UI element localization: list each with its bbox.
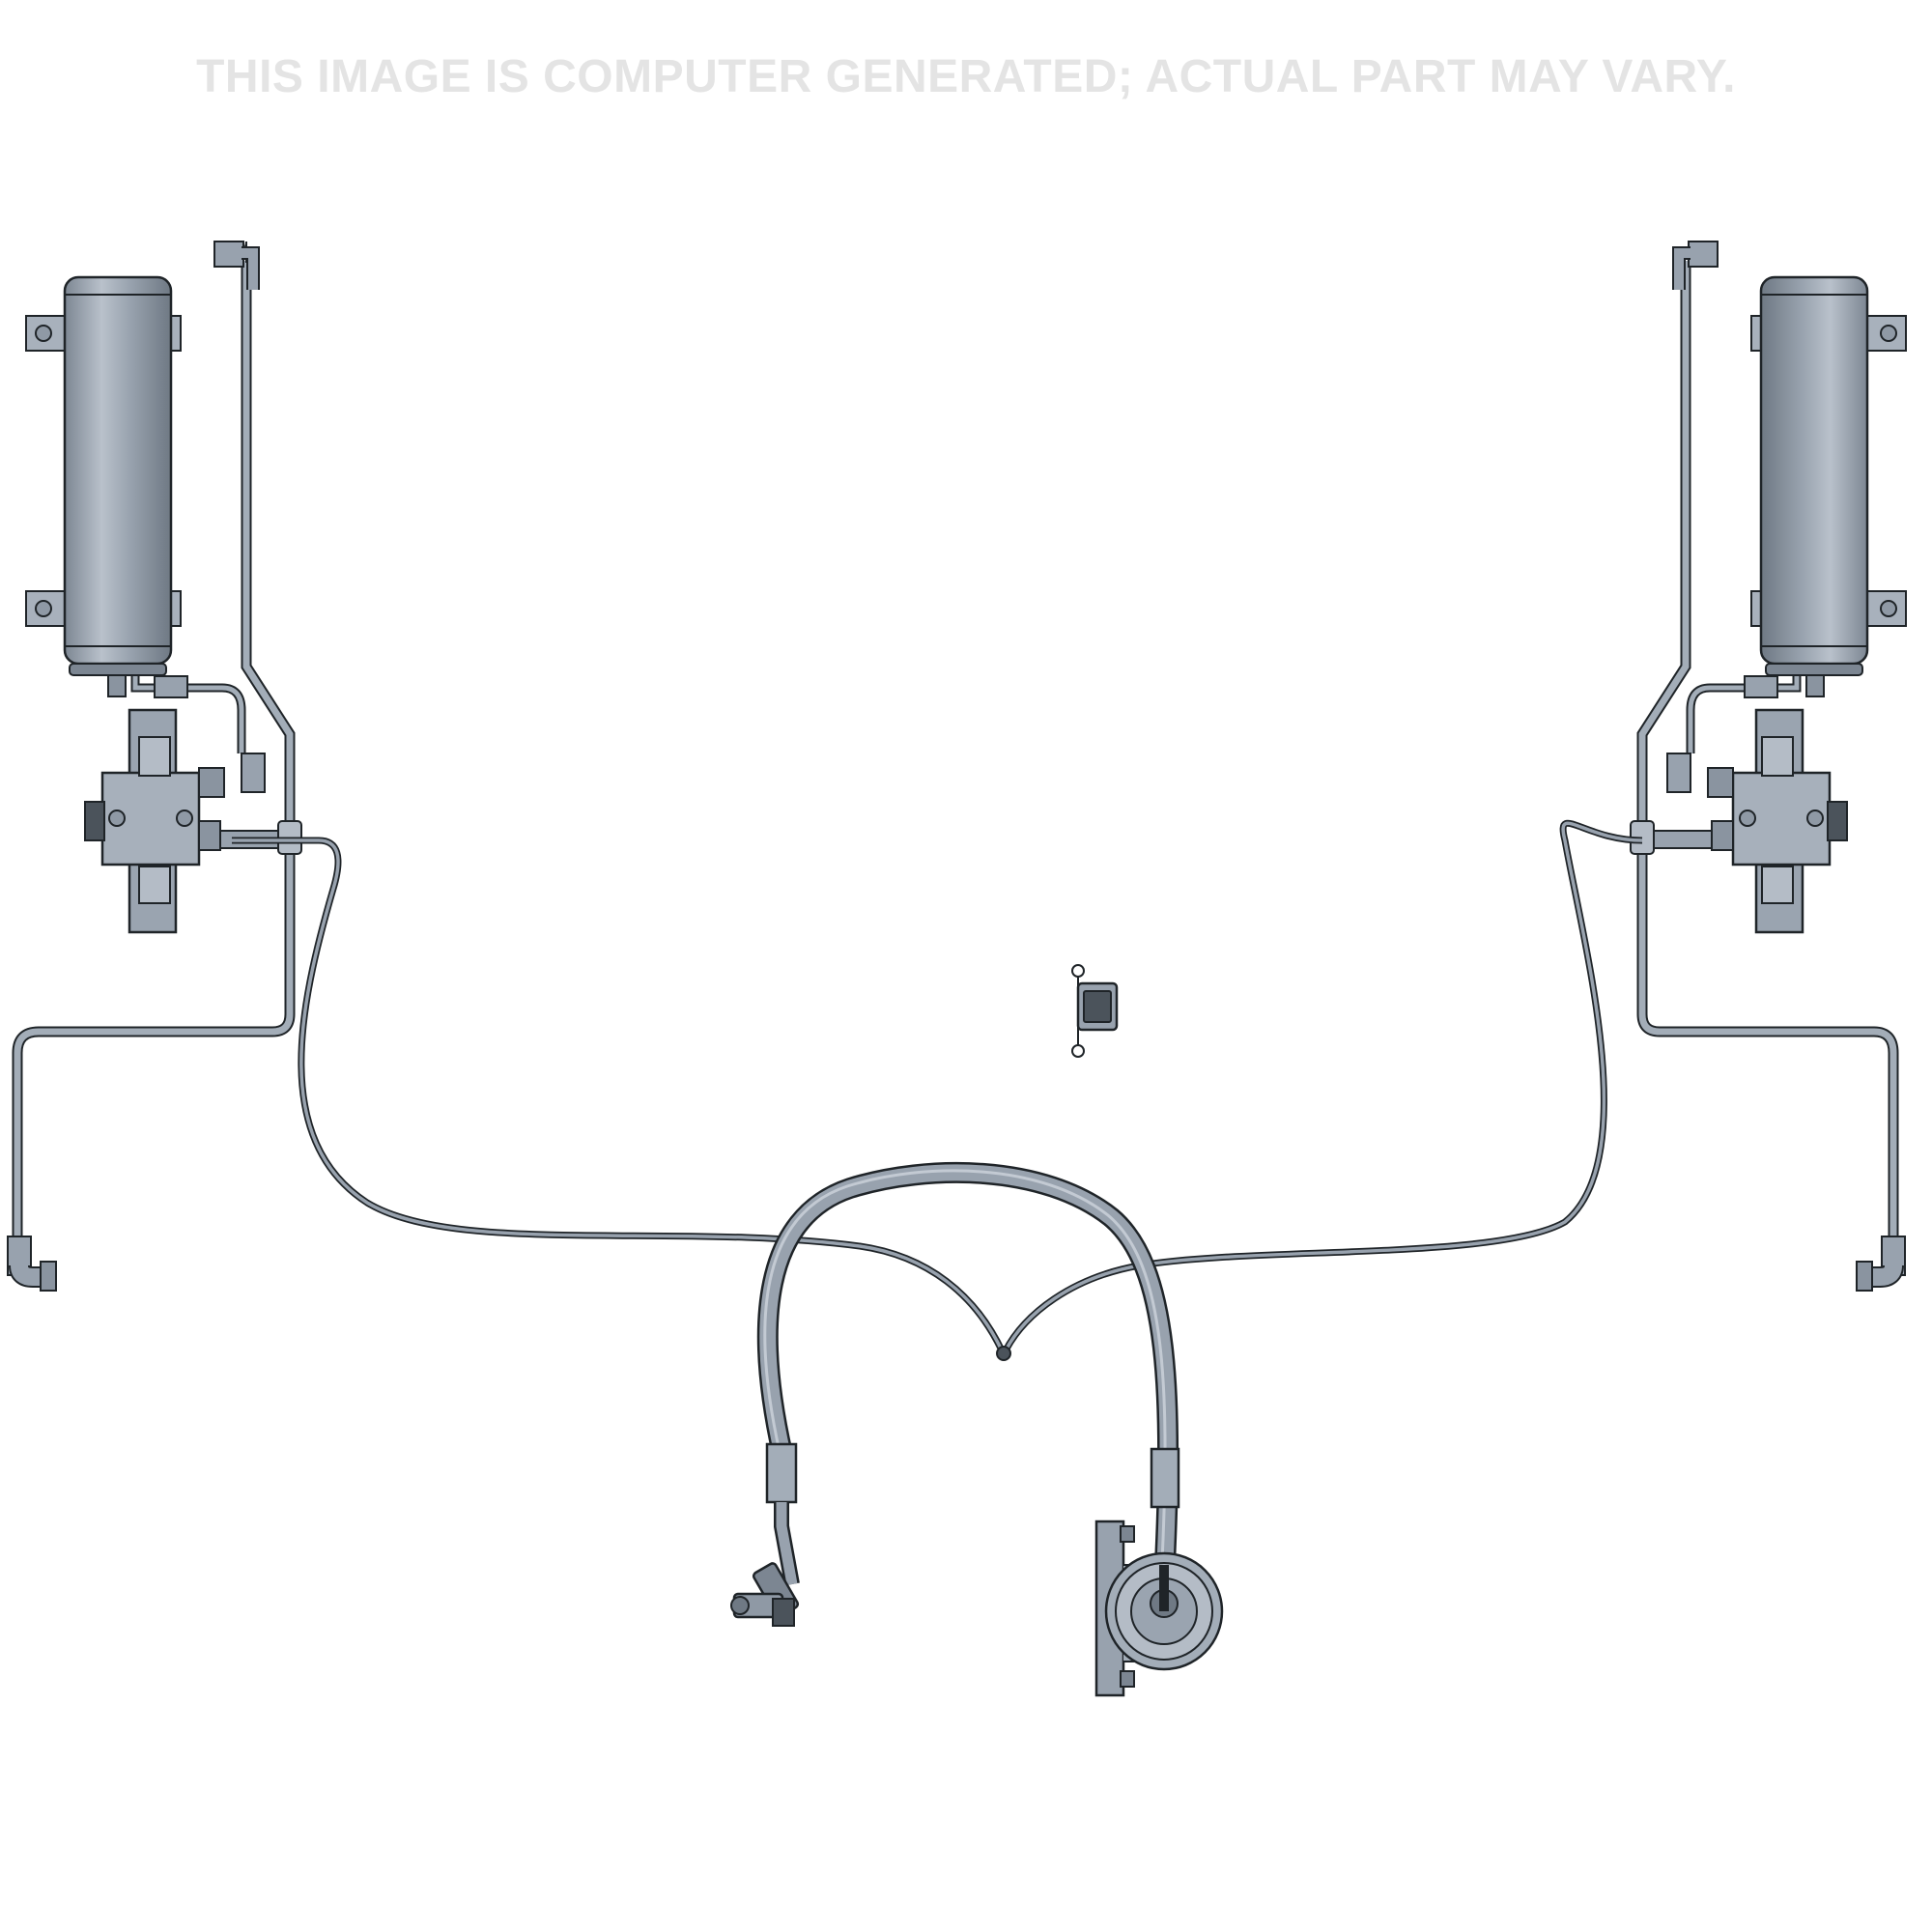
hose-lower-tube [774,1502,800,1586]
left-tank-outlet-tube [130,675,266,793]
main-flexible-hose [756,1161,1180,1585]
right-supply-line [1636,241,1899,1246]
left-air-tank [24,275,183,698]
compressor-pulley-mount [1094,1520,1224,1697]
elbow-fitting [730,1562,800,1627]
left-leveling-valve [83,708,226,934]
right-tank-outlet-tube [1666,675,1802,793]
left-supply-line [12,241,296,1246]
left-control-line [232,837,1007,1354]
right-leveling-valve [1706,708,1849,934]
left-bottom-elbow-fitting [7,1236,57,1292]
right-bottom-elbow-fitting [1856,1236,1906,1292]
right-control-line [1001,819,1643,1354]
right-valve-bracket [1630,820,1713,855]
tee-junction-fitting [996,1346,1011,1361]
electrical-connector [1071,964,1119,1058]
right-air-tank [1749,275,1908,698]
disclaimer-watermark: THIS IMAGE IS COMPUTER GENERATED; ACTUAL… [196,51,1736,102]
